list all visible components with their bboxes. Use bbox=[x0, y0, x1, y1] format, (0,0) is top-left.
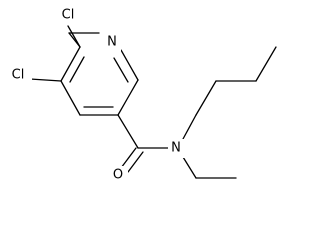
oxygen-atom-label: O bbox=[113, 168, 123, 183]
molecule-structure: Cl Cl N N O bbox=[11, 7, 277, 183]
bond-c2-c3 bbox=[117, 79, 139, 116]
bond-butyl3-butyl4 bbox=[255, 46, 277, 82]
chlorine-atom-label: Cl bbox=[62, 8, 75, 23]
bond-carbonyl-o-inner bbox=[127, 151, 144, 173]
amide-nitrogen-atom-label: N bbox=[171, 141, 181, 156]
bond-c5-c6-inner bbox=[69, 56, 85, 83]
bond-c3-carbonyl bbox=[117, 114, 139, 149]
bond-c6-cl bbox=[67, 25, 81, 48]
bond-carbonyl-o bbox=[120, 147, 137, 169]
ring-nitrogen-atom-label: N bbox=[107, 35, 117, 50]
bond-butyl1-butyl2 bbox=[195, 80, 217, 116]
bond-namide-ethyl1 bbox=[182, 156, 197, 179]
bond-n1-c2 bbox=[120, 49, 139, 81]
bond-namide-butyl1 bbox=[182, 114, 197, 140]
bond-n1-c2-inner bbox=[113, 57, 129, 83]
chlorine-atom-label: Cl bbox=[12, 68, 25, 83]
bond-c5-cl bbox=[29, 78, 62, 82]
bond-c5-c6 bbox=[60, 46, 81, 82]
bond-c4-c5 bbox=[60, 80, 81, 116]
